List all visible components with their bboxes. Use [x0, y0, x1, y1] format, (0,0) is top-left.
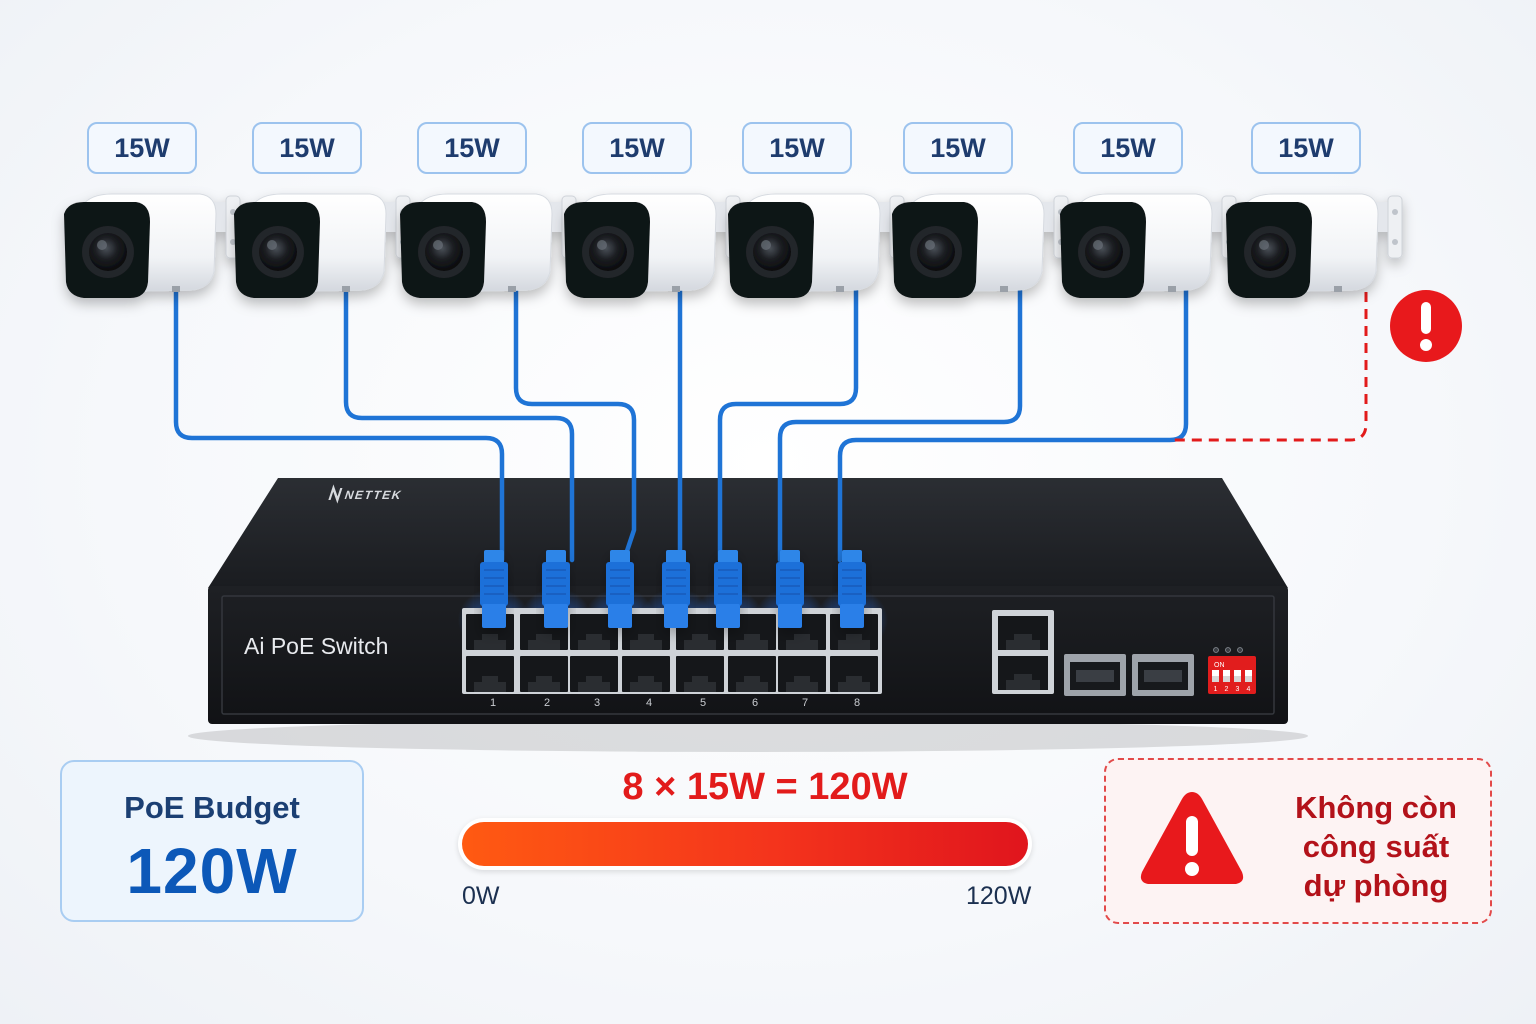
rj45-plug	[838, 550, 866, 628]
ethernet-cable	[717, 285, 859, 563]
port-number-label: 2	[544, 697, 550, 709]
warning-line-3: dự phòng	[1303, 868, 1449, 903]
bullet-camera	[234, 193, 411, 298]
camera-power-label: 15W	[252, 122, 362, 174]
warning-line-1: Không còn	[1295, 790, 1457, 825]
camera-power-label: 15W	[417, 122, 527, 174]
rj45-port	[830, 656, 878, 692]
dip-number-label: 1	[1214, 686, 1218, 693]
rj45-port	[676, 656, 724, 692]
rj45-port	[778, 656, 826, 692]
rj45-plug	[480, 550, 508, 628]
power-usage-fill	[462, 822, 1028, 866]
rj45-port	[570, 614, 618, 650]
poe-budget-card: PoE Budget 120W	[60, 760, 364, 922]
camera-power-label: 15W	[1073, 122, 1183, 174]
camera-power-label: 15W	[1251, 122, 1361, 174]
uplink-rj45-port	[998, 656, 1048, 690]
rj45-port	[520, 656, 568, 692]
status-led	[1225, 647, 1231, 653]
sfp-port	[1064, 654, 1126, 696]
no-headroom-warning: Không còn công suất dự phòng	[1104, 758, 1492, 924]
ethernet-cable	[777, 285, 1023, 563]
ethernet-cable	[513, 285, 637, 563]
bullet-camera	[64, 193, 241, 298]
port-number-label: 7	[802, 697, 808, 709]
port-number-label: 3	[594, 697, 600, 709]
bullet-camera	[892, 193, 1069, 298]
status-led	[1237, 647, 1243, 653]
warning-text: Không còn công suất dự phòng	[1270, 788, 1482, 905]
switch-top-panel	[208, 478, 1288, 588]
svg-text:NETTEK: NETTEK	[343, 488, 404, 502]
port-number-label: 1	[490, 697, 496, 709]
ethernet-cable	[343, 285, 575, 563]
power-usage-bar	[458, 818, 1032, 870]
ethernet-cable	[173, 285, 505, 563]
rj45-port	[622, 656, 670, 692]
switch-shadow	[188, 720, 1308, 752]
rj45-plug	[542, 550, 570, 628]
bullet-camera	[1060, 193, 1237, 298]
warning-line-2: công suất	[1302, 829, 1450, 864]
rj45-plug	[606, 550, 634, 628]
dip-on-label: ON	[1214, 662, 1225, 669]
bar-max-label: 120W	[966, 882, 1032, 910]
port-number-label: 5	[700, 697, 706, 709]
status-led	[1213, 647, 1219, 653]
rj45-port	[622, 614, 670, 650]
budget-value: 120W	[126, 835, 298, 907]
bullet-camera	[564, 193, 741, 298]
bar-min-label: 0W	[462, 882, 500, 910]
sfp-port	[1132, 654, 1194, 696]
camera-power-label: 15W	[903, 122, 1013, 174]
dip-number-label: 2	[1225, 686, 1229, 693]
uplink-rj45-port	[998, 616, 1048, 650]
exclamation-circle-icon	[1390, 290, 1462, 362]
port-number-label: 4	[646, 697, 652, 709]
switch-model-label: Ai PoE Switch	[244, 633, 388, 659]
dip-number-label: 4	[1247, 686, 1251, 693]
rj45-plug	[714, 550, 742, 628]
nettek-logo: NETTEK	[328, 484, 404, 504]
rj45-plug	[776, 550, 804, 628]
overload-dashed-link	[1170, 292, 1368, 442]
camera-power-label: 15W	[87, 122, 197, 174]
ethernet-cable	[837, 285, 1189, 563]
rj45-plug	[662, 550, 690, 628]
budget-title: PoE Budget	[124, 790, 300, 825]
dip-number-label: 3	[1236, 686, 1240, 693]
bullet-camera	[400, 193, 577, 298]
camera-power-label: 15W	[742, 122, 852, 174]
bullet-camera	[728, 193, 905, 298]
warning-triangle-icon	[1140, 792, 1244, 884]
port-number-label: 8	[854, 697, 860, 709]
bullet-camera	[1226, 193, 1403, 298]
power-formula: 8 × 15W = 120W	[622, 766, 908, 808]
rj45-port	[570, 656, 618, 692]
camera-power-label: 15W	[582, 122, 692, 174]
port-number-label: 6	[752, 697, 758, 709]
rj45-port	[466, 656, 514, 692]
rj45-port	[728, 656, 776, 692]
